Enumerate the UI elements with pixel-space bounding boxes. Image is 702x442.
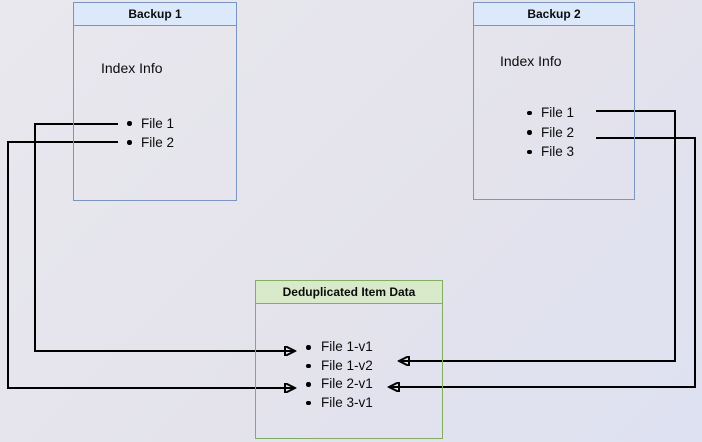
file-list-item: File 1 <box>474 103 574 123</box>
file-list-item: File 2 <box>474 123 574 143</box>
dedup-list-item: File 2-v1 <box>256 375 373 394</box>
backup1-index-info-label: Index Info <box>101 60 163 76</box>
backup2-index-info-label: Index Info <box>500 53 562 69</box>
dedup-list-item: File 1-v1 <box>256 338 373 357</box>
backup1-title: Backup 1 <box>74 3 236 26</box>
file-list-item: File 1 <box>74 114 174 133</box>
backup2-title: Backup 2 <box>474 3 634 26</box>
dedup-list-item: File 1-v2 <box>256 357 373 376</box>
file-list-item: File 2 <box>74 133 174 152</box>
file-list-item: File 3 <box>474 142 574 162</box>
dedup-list-item: File 3-v1 <box>256 394 373 413</box>
deduplicated-item-data-title: Deduplicated Item Data <box>256 281 442 304</box>
